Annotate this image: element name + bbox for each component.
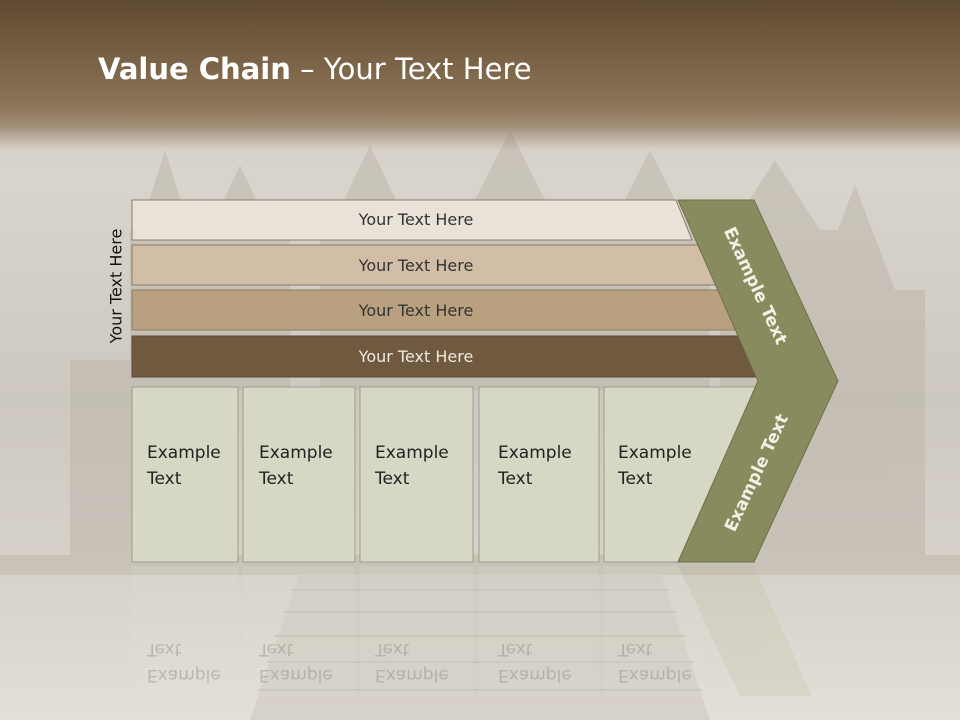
cell-1-box (131, 386, 239, 563)
bar-3-label: Your Text Here (358, 301, 474, 320)
header-band (0, 0, 960, 150)
cell-3-box (359, 386, 474, 563)
cell-1-line2: Text (147, 469, 182, 489)
slide-title: Value Chain – Your Text Here (98, 52, 532, 86)
cell-2-line2: Text (259, 469, 294, 489)
bar-2-label: Your Text Here (358, 256, 474, 275)
cell-4-box (478, 386, 600, 563)
cell-5-line1: Example (618, 443, 692, 463)
cell-1-line1: Example (147, 443, 221, 463)
cell-5-line2: Text (618, 469, 653, 489)
reflection (132, 566, 812, 696)
cell-2-box (242, 386, 356, 563)
bar-1-label: Your Text Here (358, 210, 474, 229)
bar-4-label: Your Text Here (358, 347, 474, 366)
cell-3-line1: Example (375, 443, 449, 463)
bar-1 (131, 199, 693, 241)
cell-4-line2: Text (498, 469, 533, 489)
title-bold: Value Chain (98, 52, 291, 86)
cell-4-line1: Example (498, 443, 572, 463)
chevron-arrow (677, 199, 839, 563)
cell-3-line2: Text (375, 469, 410, 489)
side-label-text: Your Text Here (106, 228, 126, 344)
title-rest: – Your Text Here (290, 52, 532, 86)
cell-2-line1: Example (259, 443, 333, 463)
